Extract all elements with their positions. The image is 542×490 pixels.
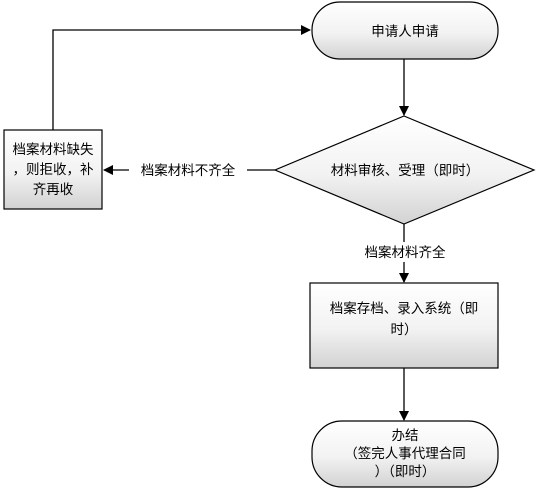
- review-decision-diamond: [273, 115, 536, 225]
- node-archive-line-2: 时）: [391, 322, 418, 338]
- node-end: 办结 （签完人事代理合同 ）（即时）: [311, 420, 499, 488]
- node-reject-line-3: 齐再收: [33, 182, 74, 198]
- reject-process-box: [3, 129, 103, 210]
- edge-labels: 档案材料不齐全 档案材料齐全: [129, 160, 455, 262]
- node-end-line-2: （签完人事代理合同: [344, 445, 466, 462]
- start-terminator-shape: [311, 1, 499, 60]
- node-reject-line-2: ，则拒收，补: [13, 162, 94, 178]
- node-archive: 档案存档、录入系统（即 时）: [309, 282, 499, 369]
- node-end-line-3: ）（即时）: [375, 464, 436, 480]
- node-start-label: 申请人申请: [371, 24, 439, 40]
- node-start: 申请人申请: [311, 1, 499, 60]
- edge-reject-to-start: [52, 25, 311, 130]
- edge-label-complete: 档案材料齐全: [365, 244, 446, 261]
- node-reject-line-1: 档案材料缺失: [13, 141, 94, 158]
- node-review: 材料审核、受理（即时）: [273, 115, 536, 225]
- node-archive-line-1: 档案存档、录入系统（即: [330, 300, 479, 317]
- end-terminator-shape: [311, 420, 499, 488]
- node-end-line-1: 办结: [392, 428, 419, 444]
- edge-label-incomplete: 档案材料不齐全: [141, 162, 236, 179]
- node-review-label: 材料审核、受理（即时）: [331, 163, 480, 179]
- node-reject: 档案材料缺失 ，则拒收，补 齐再收: [3, 129, 103, 210]
- archive-process-box: [309, 282, 499, 369]
